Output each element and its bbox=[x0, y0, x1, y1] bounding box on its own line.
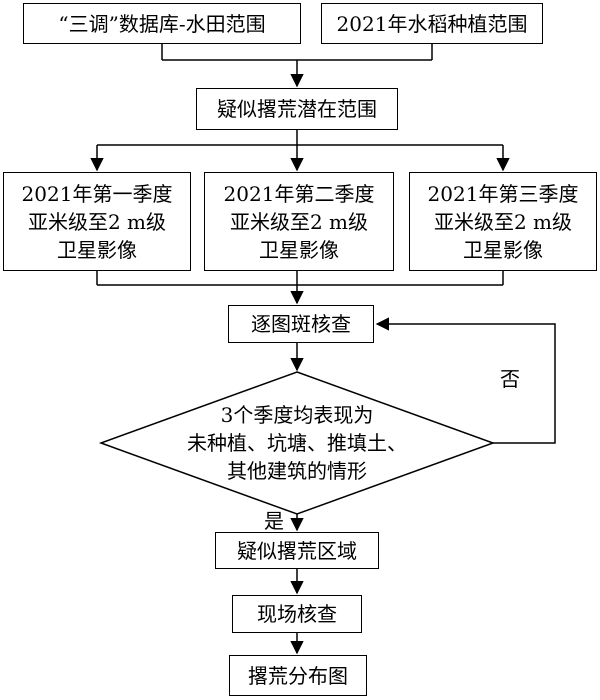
field-check-box: 现场核查 bbox=[232, 595, 362, 633]
imagery-q3-box: 2021年第三季度 亚米级至2 m级 卫星影像 bbox=[409, 172, 597, 271]
result-map-box: 撂荒分布图 bbox=[229, 655, 367, 696]
imagery-q2-box: 2021年第二季度 亚米级至2 m级 卫星影像 bbox=[204, 172, 394, 271]
loop-back-no bbox=[375, 317, 556, 444]
imagery-q2-line-1: 2021年第二季度 bbox=[223, 181, 375, 206]
imagery-q1-line-2: 亚米级至2 m级 bbox=[27, 209, 167, 234]
check-each-box: 逐图斑核查 bbox=[228, 305, 374, 343]
suspected-range-box: 疑似撂荒潜在范围 bbox=[196, 88, 398, 130]
imagery-q1-box: 2021年第一季度 亚米级至2 m级 卫星影像 bbox=[3, 172, 191, 271]
imagery-q3-line-2: 亚米级至2 m级 bbox=[433, 209, 573, 234]
decision-line-1: 3个季度均表现为 bbox=[220, 403, 374, 427]
suspected-area-box: 疑似撂荒区域 bbox=[215, 532, 379, 569]
imagery-q1-line-3: 卫星影像 bbox=[57, 237, 137, 262]
imagery-q2-line-3: 卫星影像 bbox=[259, 237, 339, 262]
decision-text: 3个季度均表现为 未种植、坑塘、推填土、 其他建筑的情形 bbox=[171, 401, 423, 485]
decision-line-3: 其他建筑的情形 bbox=[227, 459, 367, 483]
source-b-box: 2021年水稻种植范围 bbox=[321, 3, 543, 44]
decision-line-2: 未种植、坑塘、推填土、 bbox=[187, 431, 407, 455]
imagery-q1-line-1: 2021年第一季度 bbox=[21, 181, 173, 206]
imagery-q2-line-2: 亚米级至2 m级 bbox=[229, 209, 369, 234]
source-a-box: “三调”数据库-水田范围 bbox=[23, 3, 301, 44]
edge-label-no: 否 bbox=[500, 367, 520, 391]
imagery-q3-line-1: 2021年第三季度 bbox=[427, 181, 579, 206]
edge-label-yes: 是 bbox=[264, 509, 284, 533]
imagery-q3-line-3: 卫星影像 bbox=[463, 237, 543, 262]
